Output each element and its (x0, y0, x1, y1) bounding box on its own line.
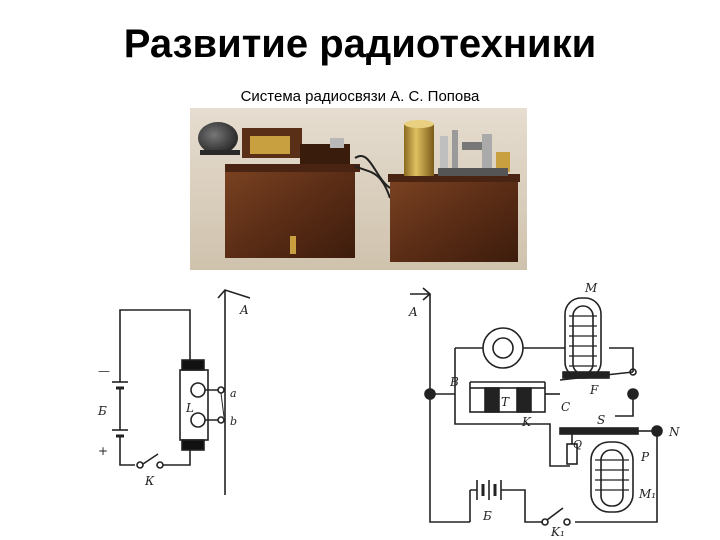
coil-label: L (185, 401, 194, 415)
antenna-label: A (239, 303, 249, 317)
slide-title: Развитие радиотехники (123, 22, 597, 66)
terminal-a-label: a (230, 387, 237, 400)
battery-label-right: Б (482, 509, 492, 523)
plus-label: + (98, 444, 108, 458)
part-p-label: P (640, 450, 650, 464)
apparatus-photo (190, 108, 527, 270)
key-k-label: K (521, 415, 532, 429)
contact-f-label: F (589, 383, 599, 397)
terminal-b-label: b (230, 415, 237, 428)
magnet-m1-label: M₁ (638, 487, 656, 501)
key-label: К (144, 474, 155, 488)
receiver-schematic: A M B T C F K S N Q P M₁ Б (408, 281, 680, 538)
minus-label: — (98, 364, 110, 378)
antenna-label-right: A (408, 305, 418, 319)
contact-c-label: C (561, 400, 570, 414)
switch-k1-label: K₁ (550, 525, 565, 538)
node-b-label: B (449, 375, 459, 389)
magnet-m-label: M (584, 281, 598, 295)
node-n-label: N (668, 425, 680, 439)
spring-s-label: S (597, 413, 605, 427)
coherer-t-label: T (501, 395, 510, 409)
transmitter-schematic: A — Б + К L a b (97, 289, 251, 495)
contact-q-label: Q (573, 438, 582, 451)
photo-caption: Система радиосвязи А. С. Попова (240, 88, 480, 105)
battery-label: Б (97, 404, 107, 418)
